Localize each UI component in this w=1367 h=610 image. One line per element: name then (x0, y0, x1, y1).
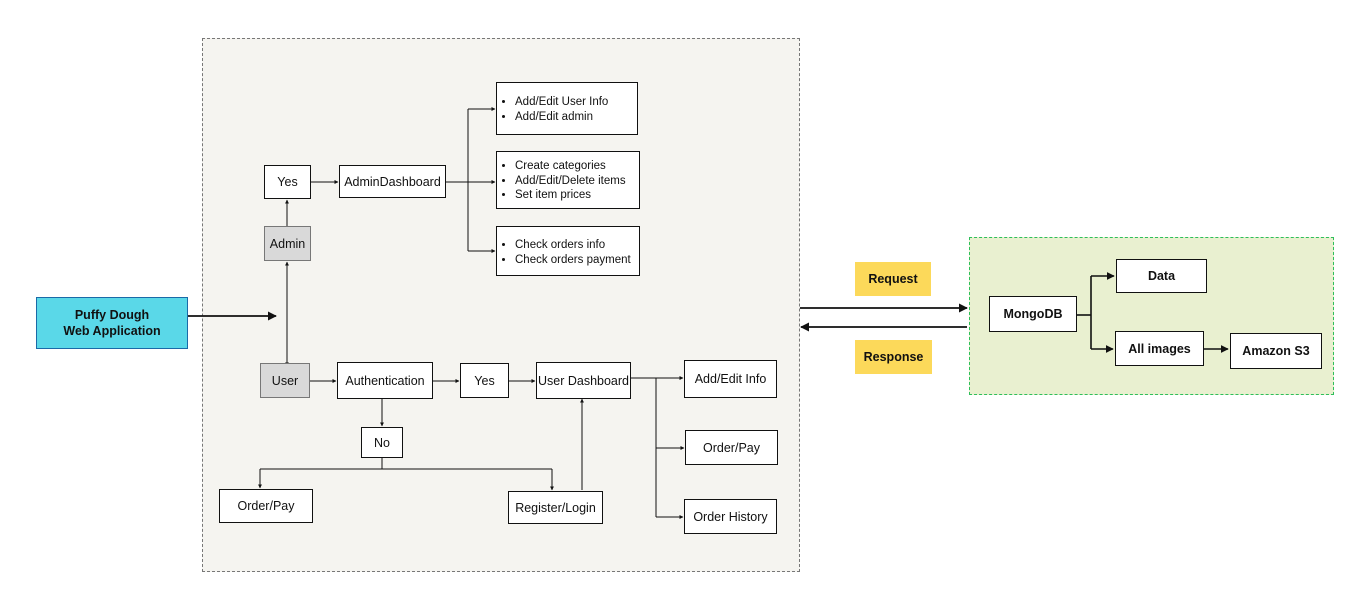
register-login-node: Register/Login (508, 491, 603, 524)
list-item: Add/Edit User Info (515, 95, 637, 110)
list-item: Check orders payment (515, 253, 639, 268)
feature-order-history: Order History (684, 499, 777, 534)
admin-node: Admin (264, 226, 311, 261)
amazon-s3-node: Amazon S3 (1230, 333, 1322, 369)
web-application-line2: Web Application (63, 324, 161, 338)
order-management-box: Check orders info Check orders payment (496, 226, 640, 276)
feature-add-edit-info: Add/Edit Info (684, 360, 777, 398)
data-node: Data (1116, 259, 1207, 293)
request-label: Request (855, 262, 931, 296)
response-label: Response (855, 340, 932, 374)
no-node: No (361, 427, 403, 458)
web-application-node: Puffy Dough Web Application (36, 297, 188, 349)
admin-dashboard-node: AdminDashboard (339, 165, 446, 198)
user-management-box: Add/Edit User Info Add/Edit admin (496, 82, 638, 135)
user-yes-node: Yes (460, 363, 509, 398)
guest-order-pay-node: Order/Pay (219, 489, 313, 523)
mongodb-node: MongoDB (989, 296, 1077, 332)
list-item: Set item prices (515, 188, 639, 203)
list-item: Check orders info (515, 238, 639, 253)
catalog-management-box: Create categories Add/Edit/Delete items … (496, 151, 640, 209)
feature-order-pay: Order/Pay (685, 430, 778, 465)
list-item: Add/Edit admin (515, 110, 637, 125)
all-images-node: All images (1115, 331, 1204, 366)
admin-yes-node: Yes (264, 165, 311, 199)
authentication-node: Authentication (337, 362, 433, 399)
list-item: Add/Edit/Delete items (515, 174, 639, 189)
user-node: User (260, 363, 310, 398)
web-application-line1: Puffy Dough (74, 308, 150, 322)
user-dashboard-node: User Dashboard (536, 362, 631, 399)
list-item: Create categories (515, 159, 639, 174)
